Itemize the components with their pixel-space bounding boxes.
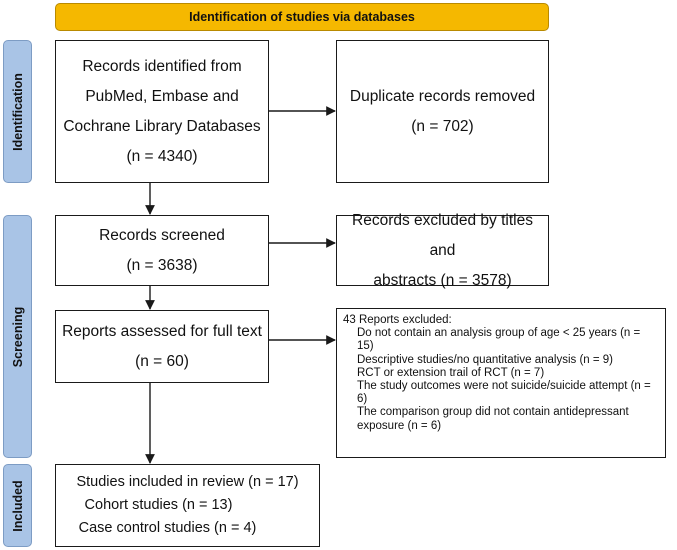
included-box: Studies included in review (n = 17) Coho…: [55, 464, 320, 547]
exclusion-reason: RCT or extension trail of RCT (n = 7): [357, 366, 545, 379]
header-banner: Identification of studies via databases: [55, 3, 549, 31]
screened-box: Records screened (n = 3638): [55, 215, 269, 286]
phase-included: Included: [3, 464, 32, 547]
duplicates-box: Duplicate records removed (n = 702): [336, 40, 549, 183]
box-line: (n = 3638): [126, 256, 198, 274]
records-identified-box: Records identified from PubMed, Embase a…: [55, 40, 269, 183]
reports-excluded-box: 43 Reports excluded: Do not contain an a…: [336, 308, 666, 458]
box-line: Records screened: [99, 226, 225, 244]
excluded-titles-box: Records excluded by titles and abstracts…: [336, 212, 549, 289]
included-cohort: Cohort studies (n = 13): [84, 497, 233, 513]
box-line: abstracts (n = 3578): [373, 271, 512, 289]
box-line: Records identified from: [82, 57, 242, 75]
box-line: PubMed, Embase and: [85, 87, 239, 105]
box-line: Reports assessed for full text: [62, 322, 262, 340]
exclusion-reason: The study outcomes were not suicide/suic…: [357, 380, 651, 406]
box-line: (n = 702): [411, 117, 474, 135]
box-line: Duplicate records removed: [349, 87, 536, 105]
exclusion-reason: Do not contain an analysis group of age …: [357, 327, 641, 353]
included-total: Studies included in review (n = 17): [76, 474, 299, 490]
box-line: (n = 60): [135, 352, 189, 370]
phase-screening: Screening: [3, 215, 32, 458]
reports-excluded-heading: 43 Reports excluded:: [343, 314, 452, 326]
box-line: Cochrane Library Databases: [63, 117, 261, 135]
included-case-control: Case control studies (n = 4): [78, 520, 257, 536]
box-line: Records excluded by titles and: [352, 211, 533, 259]
phase-identification: Identification: [3, 40, 32, 183]
full-text-box: Reports assessed for full text (n = 60): [55, 310, 269, 383]
header-title: Identification of studies via databases: [189, 10, 415, 24]
box-line: (n = 4340): [126, 147, 198, 165]
exclusion-reason: The comparison group did not contain ant…: [357, 406, 629, 432]
exclusion-reason: Descriptive studies/no quantitative anal…: [357, 353, 614, 366]
